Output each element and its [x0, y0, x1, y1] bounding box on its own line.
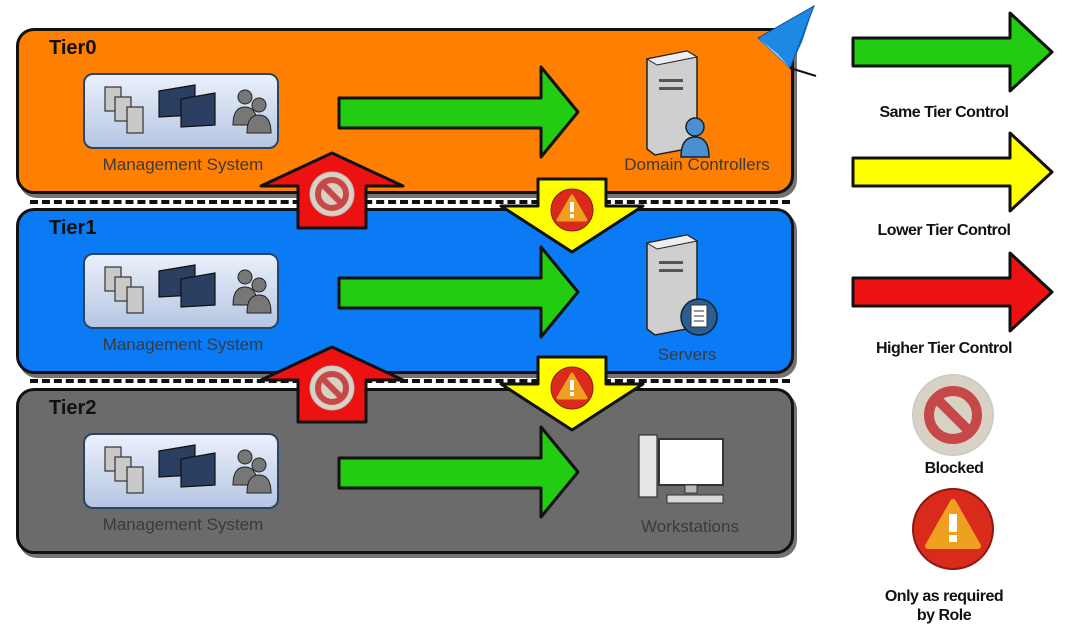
higher-tier-arrow: [259, 151, 405, 230]
legend-lower-tier-arrow: [851, 131, 1054, 213]
same-tier-arrow: [337, 65, 580, 159]
management-system-label: Management System: [102, 155, 264, 174]
legend-lower-tier-label: Lower Tier Control: [877, 222, 1011, 239]
same-tier-arrow: [337, 245, 580, 339]
legend-blocked-label: Blocked: [924, 460, 984, 477]
tier2-panel: Tier2 Management System Workstations: [16, 388, 794, 554]
tier0-title: Tier0: [49, 37, 97, 59]
tier2-title: Tier2: [49, 397, 97, 419]
blocked-icon: [912, 374, 994, 456]
lower-tier-arrow: [499, 355, 645, 432]
management-system-icon: [83, 73, 279, 149]
legend-higher-tier-arrow: [851, 251, 1054, 333]
legend-only-as-required-label-line1: Only as required: [884, 588, 1004, 605]
tier-separator: [30, 200, 790, 208]
higher-tier-arrow: [259, 345, 405, 424]
domain-controller-icon: [637, 49, 710, 164]
tier-separator: [30, 379, 790, 387]
legend-same-tier-label: Same Tier Control: [879, 104, 1009, 121]
management-system-icon: [83, 433, 279, 509]
pyramid-logo-icon: [757, 4, 817, 77]
workstation-icon: [637, 433, 737, 518]
tier0-panel: Tier0 Management System Domain Controlle…: [16, 28, 794, 194]
lower-tier-arrow: [499, 177, 645, 254]
management-system-icon: [83, 253, 279, 329]
legend-higher-tier-label: Higher Tier Control: [876, 340, 1013, 357]
warning-icon: [912, 488, 994, 570]
management-system-label: Management System: [102, 335, 264, 354]
tier1-title: Tier1: [49, 217, 97, 239]
servers-label: Servers: [657, 345, 717, 364]
legend-same-tier-arrow: [851, 11, 1054, 93]
workstations-label: Workstations: [641, 517, 739, 536]
same-tier-arrow: [337, 425, 580, 519]
legend-only-as-required-label-line2: by Role: [916, 607, 972, 624]
domain-controllers-label: Domain Controllers: [624, 155, 770, 174]
management-system-label: Management System: [102, 515, 264, 534]
server-icon: [637, 233, 718, 348]
